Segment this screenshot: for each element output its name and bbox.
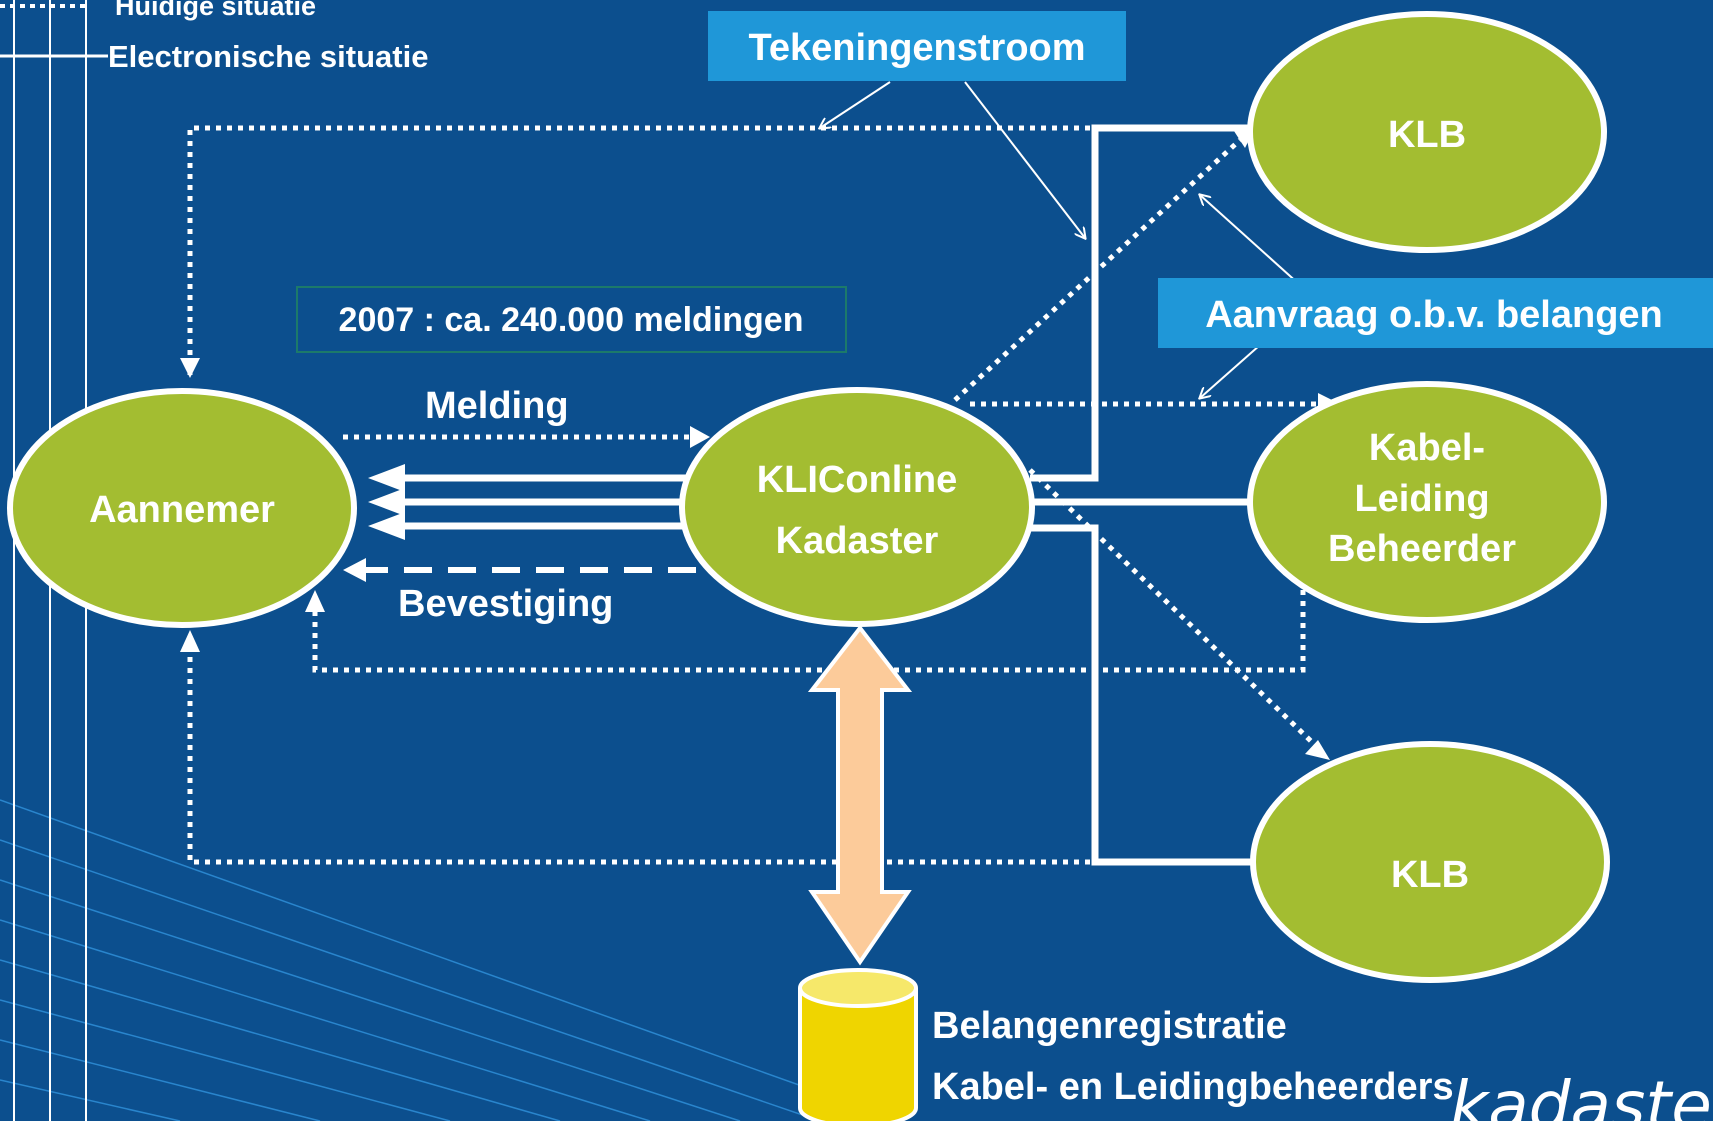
callout-tekeningenstroom: Tekeningenstroom xyxy=(708,11,1126,81)
node-klb-bottom: KLB xyxy=(1250,741,1610,983)
edge-melding-label: Melding xyxy=(425,385,569,427)
callout-tekeningenstroom-text: Tekeningenstroom xyxy=(748,27,1085,69)
bevestiging-arrow-head xyxy=(343,558,366,582)
callout-aanvraag: Aanvraag o.b.v. belangen xyxy=(1158,278,1713,348)
legend-current-label: Huidige situatie xyxy=(115,0,316,21)
kadaster-logo: kadaster xyxy=(1450,1067,1713,1121)
node-kabel-label-3: Beheerder xyxy=(1328,528,1516,570)
node-kabel-label-2: Leiding xyxy=(1354,478,1489,520)
node-kabel-label-1: Kabel- xyxy=(1369,427,1485,469)
node-kliconline: KLIConline Kadaster xyxy=(679,387,1035,627)
database-label-line1: Belangenregistratie xyxy=(932,1005,1287,1047)
node-klb-bottom-label: KLB xyxy=(1391,854,1469,896)
node-aannemer-label: Aannemer xyxy=(89,489,275,531)
legend-electronic-label: Electronische situatie xyxy=(108,39,428,74)
callout-stat-2007-text: 2007 : ca. 240.000 meldingen xyxy=(339,301,804,339)
solid-arrow-heads xyxy=(368,464,405,540)
database-label-line2: Kabel- en Leidingbeheerders xyxy=(932,1066,1454,1108)
node-kliconline-label-2: Kadaster xyxy=(776,520,939,562)
node-kabel-leiding-beheerder: Kabel- Leiding Beheerder xyxy=(1247,381,1607,623)
callout-aanvraag-text: Aanvraag o.b.v. belangen xyxy=(1205,294,1663,336)
current-flow-dotted xyxy=(187,125,1320,865)
node-aannemer: Aannemer xyxy=(7,388,357,628)
database-sync-arrow xyxy=(807,624,913,966)
dotted-arrow-heads xyxy=(180,128,1340,760)
callout-stat-2007: 2007 : ca. 240.000 meldingen xyxy=(296,286,847,353)
edge-bevestiging-label: Bevestiging xyxy=(398,583,613,625)
database-icon xyxy=(798,968,918,1121)
node-klb-top-label: KLB xyxy=(1388,114,1466,156)
callout-pointers xyxy=(820,81,1301,398)
node-kliconline-label-1: KLIConline xyxy=(757,459,958,501)
node-klb-top: KLB xyxy=(1247,11,1607,253)
electronic-flow-solid xyxy=(400,124,1255,866)
background-decoration xyxy=(0,799,901,1121)
